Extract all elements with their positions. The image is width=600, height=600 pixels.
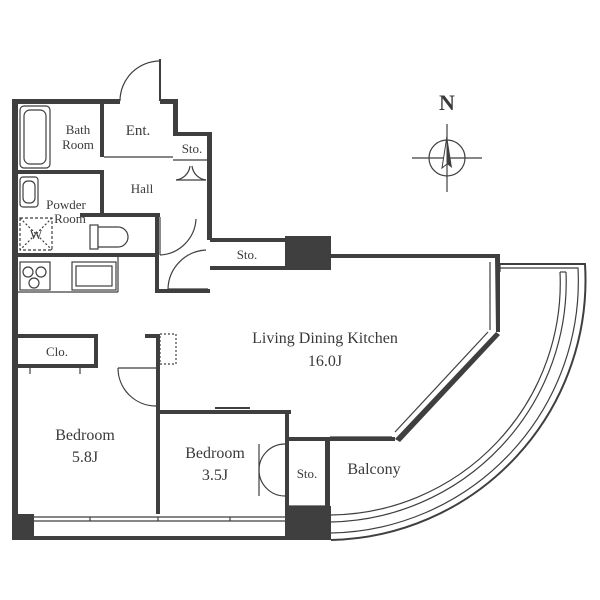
washbasin xyxy=(19,176,39,208)
stove xyxy=(19,261,51,291)
closet-label: Clo. xyxy=(46,344,68,359)
sink xyxy=(71,261,117,291)
bedroom1-size: 5.8J xyxy=(72,449,98,466)
washer-space xyxy=(19,217,53,251)
outer-walls xyxy=(12,99,500,540)
bathtub xyxy=(19,105,51,169)
interior-walls xyxy=(18,99,291,514)
powder-room-label-2: Room xyxy=(54,211,86,226)
balcony-storage-label: Sto. xyxy=(297,466,318,481)
washer-label: W xyxy=(30,227,43,242)
ldk-storage-label: Sto. xyxy=(237,247,258,262)
bath-room-label-1: Bath xyxy=(66,122,91,137)
bath-room-label-2: Room xyxy=(62,137,94,152)
doors xyxy=(29,59,325,507)
entrance-label: Ent. xyxy=(126,123,151,139)
ldk-label: Living Dining Kitchen xyxy=(252,330,398,347)
ldk-windows xyxy=(330,262,491,438)
hall-label: Hall xyxy=(131,181,154,196)
north-label: N xyxy=(439,90,455,115)
hall-storage-label: Sto. xyxy=(182,141,203,156)
bedroom2-size: 3.5J xyxy=(202,467,228,484)
toilet xyxy=(89,224,129,250)
powder-room-label-1: Powder xyxy=(46,197,86,212)
bottom-windows xyxy=(34,516,285,522)
balcony-outline xyxy=(330,263,587,541)
bedroom1-label: Bedroom xyxy=(55,427,115,444)
bedroom2-label: Bedroom xyxy=(185,445,245,462)
compass: N xyxy=(412,90,482,192)
ldk-size: 16.0J xyxy=(308,353,342,370)
balcony-label: Balcony xyxy=(347,461,400,478)
